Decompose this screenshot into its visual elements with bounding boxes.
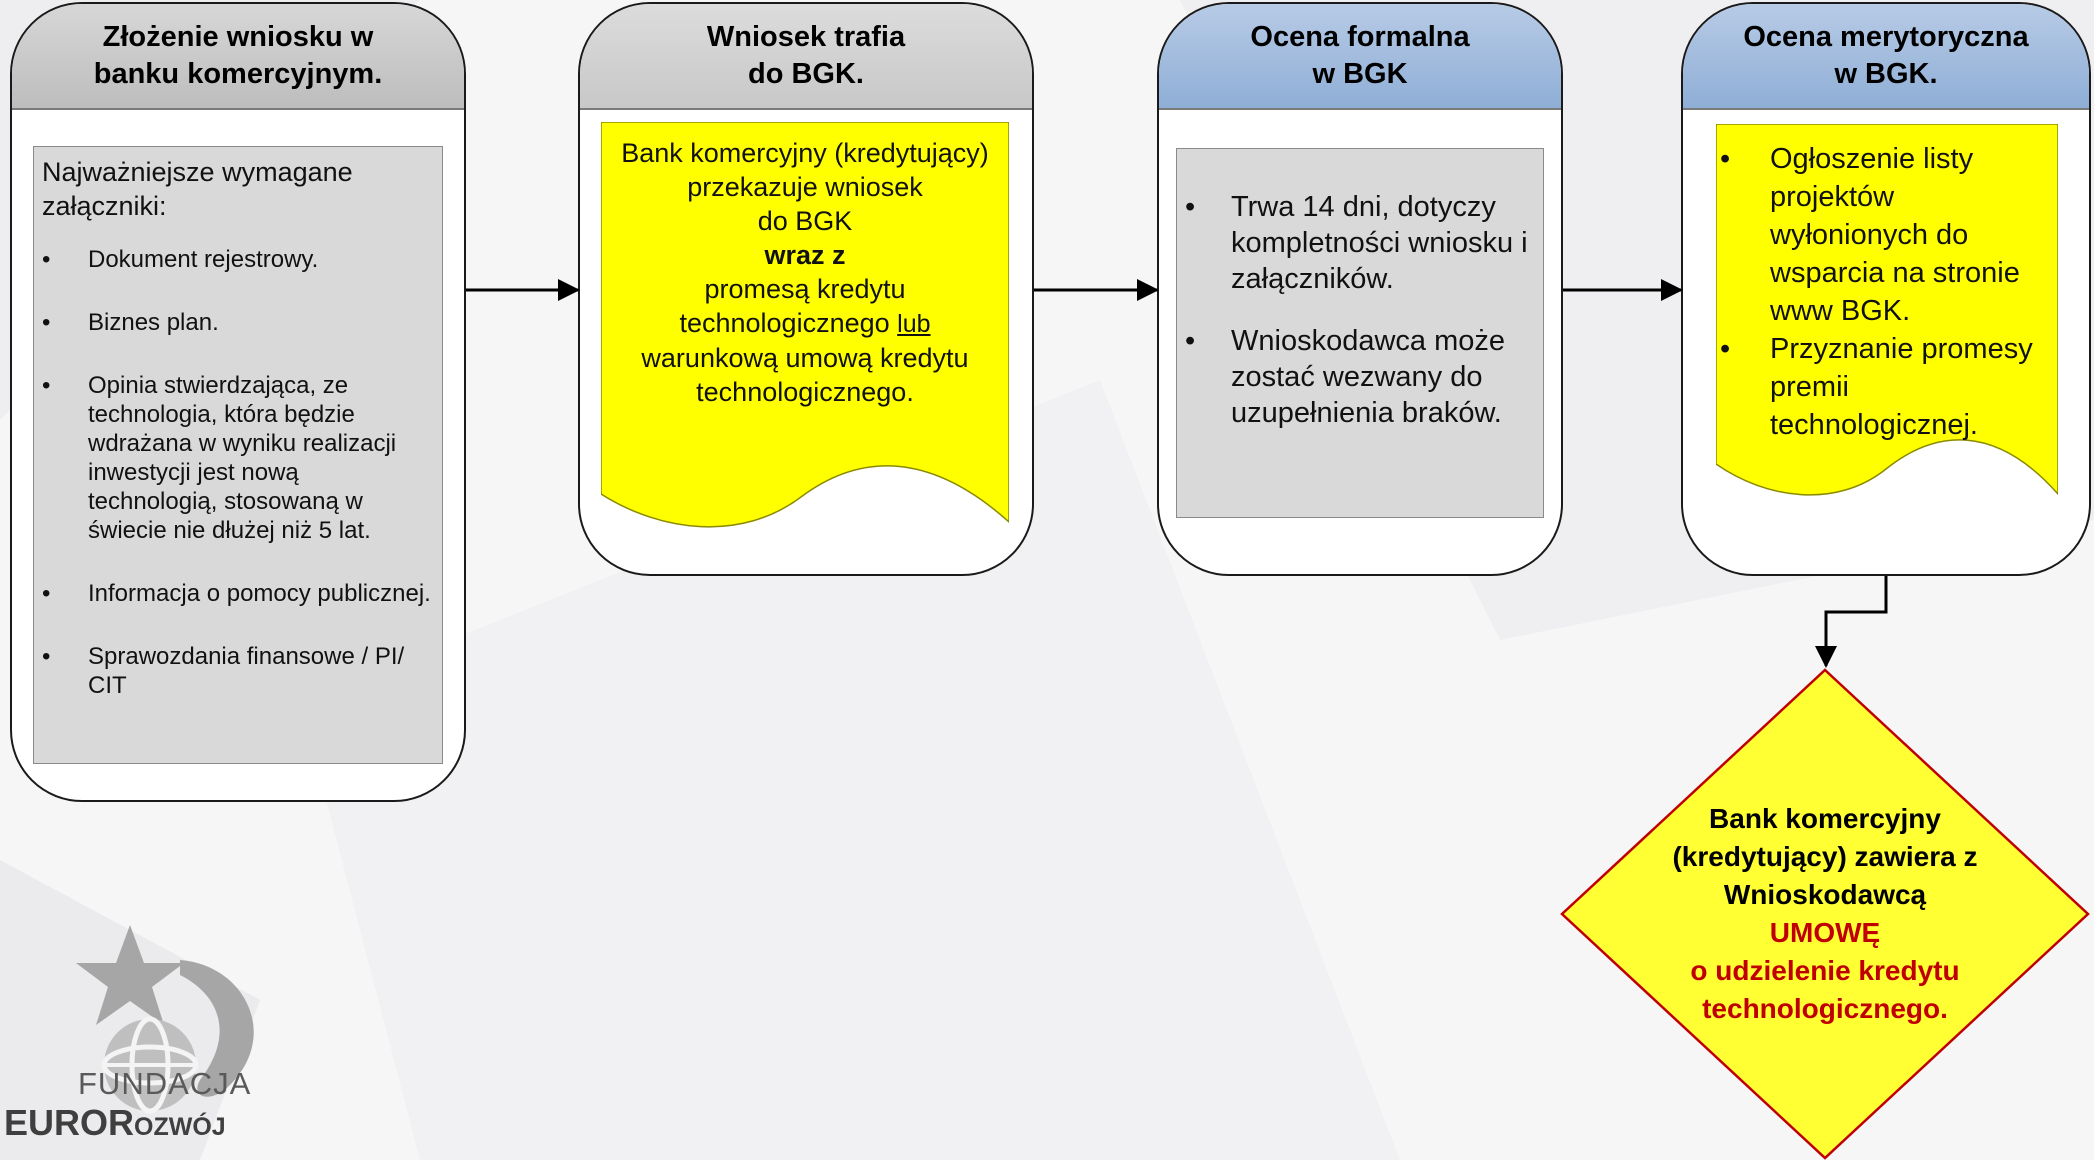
logo-text-fundacja: FUNDACJA (78, 1066, 252, 1101)
step-header-bgk-receives: Wniosek trafia do BGK. (580, 4, 1032, 110)
list-item: • Wnioskodawca może zostać wezwany do uz… (1185, 325, 1505, 429)
attachments-list: • Dokument rejestrowy. • Biznes plan. • … (42, 245, 432, 700)
formal-review-note: • Trwa 14 dni, dotyczy kompletności wnio… (1176, 148, 1544, 518)
step-header-formal-review: Ocena formalna w BGK (1159, 4, 1561, 110)
transfer-note-text: Bank komercyjny (kredytujący) przekazuje… (621, 138, 989, 407)
step-title: Złożenie wniosku w banku komercyjnym. (93, 21, 383, 90)
bullet: • (42, 580, 51, 607)
final-decision-diamond (1560, 668, 2090, 1160)
final-agreement-text: Bank komercyjny (kredytujący) zawiera z … (1672, 803, 1978, 1024)
fundacja-logo-icon (76, 925, 254, 1114)
merit-review-list: • Ogłoszenie listy projektów wyłonionych… (1720, 140, 2052, 444)
attachments-intro: Najważniejsze wymagane załączniki: (42, 157, 353, 221)
bullet: • (42, 372, 51, 399)
bullet: • (42, 309, 51, 336)
list-item: • Ogłoszenie listy projektów wyłonionych… (1720, 140, 2052, 330)
list-item: • Przyznanie promesy premii technologicz… (1720, 330, 2052, 444)
formal-review-list: • Trwa 14 dni, dotyczy kompletności wnio… (1185, 189, 1535, 431)
step-title: Ocena formalna w BGK (1250, 21, 1470, 90)
bullet: • (42, 246, 51, 273)
list-item: • Trwa 14 dni, dotyczy kompletności wnio… (1185, 191, 1528, 295)
bullet: • (1185, 191, 1196, 223)
arrow-step4-to-final (1815, 576, 1888, 668)
step-header-merit-review: Ocena merytoryczna w BGK. (1683, 4, 2089, 110)
step-title: Ocena merytoryczna w BGK. (1743, 21, 2029, 90)
bullet: • (1185, 325, 1196, 357)
list-item: • Dokument rejestrowy. (42, 246, 319, 273)
logo-text-eurorozwoj: EURORozwój (4, 1102, 226, 1143)
bullet: • (1720, 143, 1731, 175)
merit-review-note: • Ogłoszenie listy projektów wyłonionych… (1716, 124, 2058, 520)
bullet: • (42, 643, 51, 670)
list-item: • Biznes plan. (42, 309, 219, 336)
list-item: • Sprawozdania finansowe / PI/ CIT (42, 643, 405, 699)
list-item: • Informacja o pomocy publicznej. (42, 580, 431, 607)
list-item: • Opinia stwierdzająca, ze technologia, … (42, 372, 397, 544)
step-header-submission: Złożenie wniosku w banku komercyjnym. (12, 4, 464, 110)
attachments-note: Najważniejsze wymagane załączniki: • Dok… (33, 146, 443, 764)
step-title: Wniosek trafia do BGK. (706, 21, 906, 90)
wavy-document-shape (601, 122, 1009, 528)
bullet: • (1720, 333, 1731, 365)
wavy-document-shape (1716, 124, 2058, 496)
transfer-note: Bank komercyjny (kredytujący) przekazuje… (601, 122, 1009, 542)
